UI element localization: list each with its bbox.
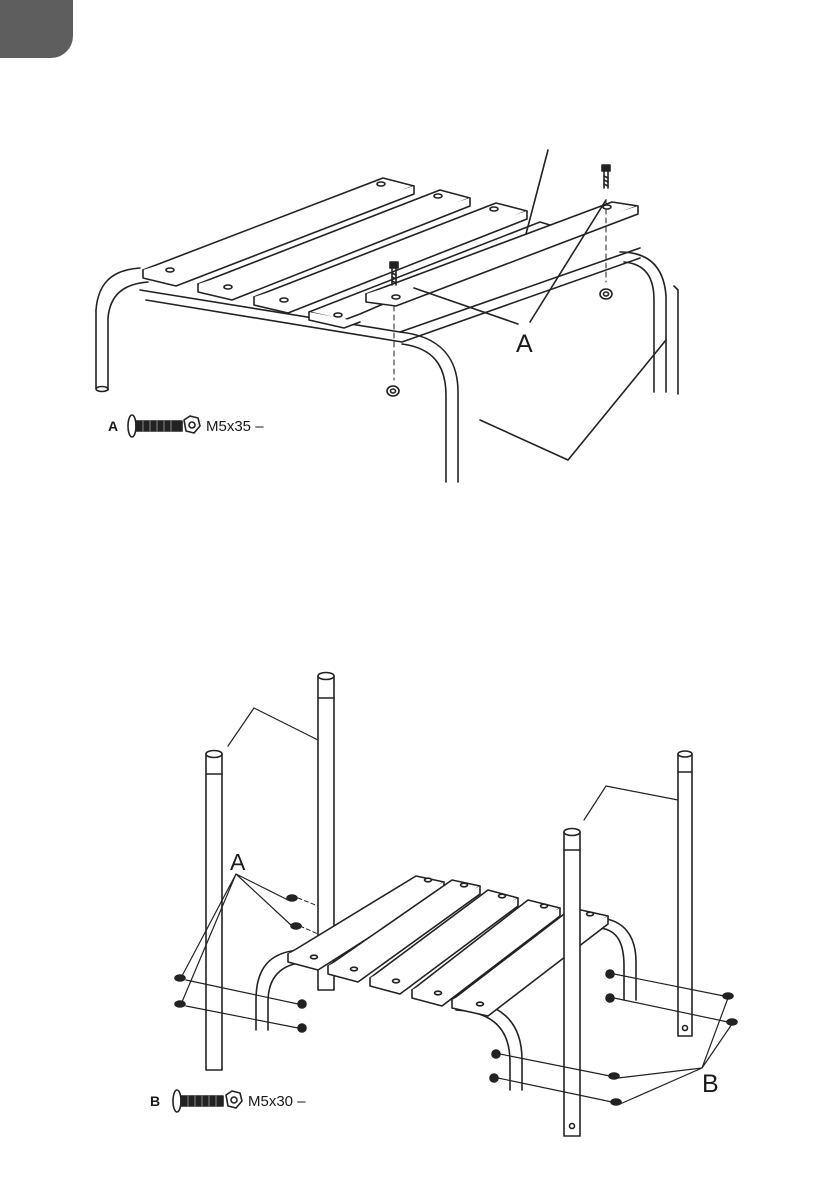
bolts-b [490, 970, 737, 1105]
hex-nut-icon [184, 416, 200, 433]
leg-back-right [678, 751, 692, 1036]
hardware-spec: M5x35 – [206, 418, 264, 435]
bolt-a-1 [600, 165, 612, 299]
frame-tube-front [400, 332, 458, 482]
frame-tube-left [96, 268, 148, 392]
bolt-head-icon [128, 415, 136, 437]
assembly-figure-2: A B B M5x30 – [0, 660, 840, 1192]
assembly-figure-1: A A M5x35 – [0, 130, 840, 490]
leg-front-right [564, 829, 580, 1137]
callout-line-right-legs [584, 786, 678, 820]
hardware-legend-a: A M5x35 – [108, 415, 264, 437]
label-a: A [230, 849, 246, 875]
label-a: A [516, 330, 533, 358]
callout-line-slat [526, 150, 548, 234]
bolt-head-icon [173, 1090, 181, 1112]
hardware-letter: B [150, 1093, 160, 1109]
hardware-letter: A [108, 418, 118, 434]
label-b: B [702, 1070, 719, 1098]
frame-tube-right [600, 918, 636, 1000]
page-corner-tab [0, 0, 73, 58]
hardware-spec: M5x30 – [248, 1093, 306, 1110]
hex-nut-icon [226, 1091, 242, 1108]
callout-line-frame [480, 340, 666, 460]
leg-front-left [206, 751, 222, 1071]
callout-line-left-legs [228, 708, 318, 746]
frame-tube-right [620, 252, 678, 394]
hardware-legend-b: B M5x30 – [150, 1090, 306, 1112]
